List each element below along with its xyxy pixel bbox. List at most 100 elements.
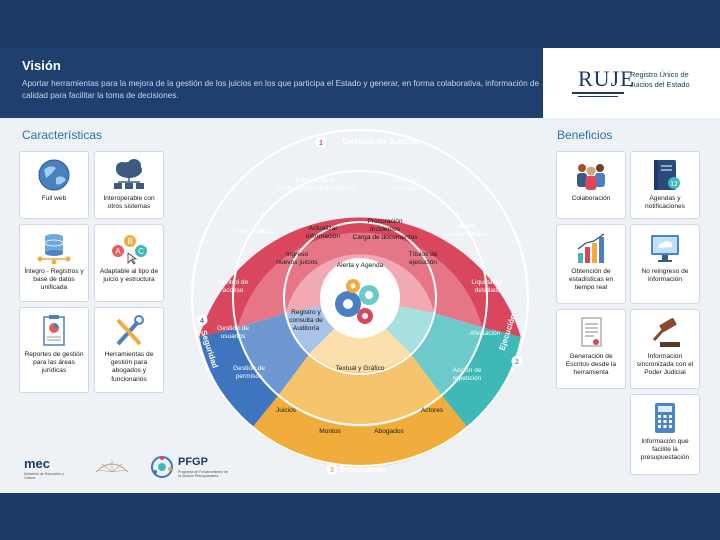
label-liquidacion-1: Liquidación	[471, 279, 505, 286]
svg-text:B: B	[127, 237, 132, 246]
pfgp-subtitle: Programa de Fortalecimiento de la Gestió…	[178, 470, 228, 478]
card-reportes: Reportes de gestión para las áreas juríd…	[19, 307, 89, 393]
label-gestion-usuarios-2: usuarios	[221, 333, 247, 340]
card-label: Herramientas de gestión para abogados y …	[104, 351, 154, 383]
label-textual: Textual y Gráfico	[335, 365, 384, 372]
ring-number-2: 2	[515, 359, 519, 366]
label-poder-judicial: Poder Judicial	[231, 228, 273, 235]
calculator-icon	[646, 401, 684, 435]
inner-ejecucion	[385, 306, 434, 353]
label-arbitrales-2: Arbitrales	[392, 185, 421, 192]
card-interoperable: Interoperable con otros sistemas	[94, 151, 164, 219]
monitor-icon	[646, 231, 684, 265]
label-gestion-usuarios-1: Gestión de	[217, 325, 249, 332]
gavel-icon	[646, 316, 684, 350]
beneficios-title: Beneficios	[557, 128, 613, 142]
card-presupuestacion: Información que facilite la presupuestac…	[630, 394, 700, 475]
label-registro-1: Registro y	[291, 309, 321, 316]
label-procuracion-2: Incidentes	[370, 226, 401, 233]
ring-number-4: 4	[200, 318, 204, 325]
caracteristicas-title: Características	[22, 128, 103, 142]
label-intl-2: internacionales	[443, 231, 488, 238]
document-icon	[572, 316, 610, 350]
card-label: Colaboración	[571, 195, 611, 202]
notification-badge: 12	[670, 181, 678, 188]
mef-logo	[92, 454, 132, 476]
mec-subtitle: Ministerio de Educación y Cultura	[24, 472, 64, 480]
bottom-band	[0, 493, 720, 540]
card-label: Información que facilite la presupuestac…	[640, 438, 690, 462]
label-alerta: Alerta y Agenda	[337, 262, 384, 269]
label-ingreso-1: Ingreso	[286, 251, 308, 258]
card-integro: Íntegro - Registros y base de datos unif…	[19, 224, 89, 302]
card-label: Obtención de estadísticas en tiempo real	[569, 268, 613, 292]
report-icon	[35, 314, 73, 348]
card-label: Full web	[41, 195, 67, 202]
card-label: No reingreso de información	[641, 268, 689, 284]
card-agendas: 12 Agendas y notificaciones	[630, 151, 700, 219]
card-label: Reportes de gestión para las áreas juríd…	[24, 351, 84, 375]
label-liquidacion-2: detallada	[475, 287, 502, 294]
mid-gestion	[237, 232, 483, 328]
label-intl-1: Juicios	[455, 223, 476, 230]
label-abogados: Abogados	[374, 428, 404, 435]
label-titulos-2: ejecución	[409, 259, 437, 266]
pfgp-logo: PFGP	[178, 456, 208, 468]
card-generacion-escritos: Generación de Escritos desde la herramie…	[556, 309, 626, 389]
card-herramientas: Herramientas de gestión para abogados y …	[94, 307, 164, 393]
ring-ejecucion	[442, 327, 521, 428]
globe-icon	[35, 158, 73, 192]
notebook-icon: 12	[646, 158, 684, 192]
label-afectacion: Afectación	[470, 330, 501, 337]
ring-number-3: 3	[330, 467, 334, 474]
card-label: Interoperable con otros sistemas	[103, 195, 155, 211]
vision-title: Visión	[22, 58, 61, 73]
ring-label-gestion: Gestión de Juicios	[342, 136, 418, 146]
card-informacion-sincronizada: Información sincronizada con el Poder Ju…	[630, 309, 700, 389]
ruje-logo-box	[543, 48, 720, 118]
ring-number-1: 1	[319, 140, 323, 147]
card-no-reingreso: No reingreso de información	[630, 224, 700, 304]
label-actualizar-2: información	[306, 233, 340, 240]
card-label: Generación de Escritos desde la herramie…	[565, 353, 617, 377]
label-gestion-permisos-1: Gestión de	[233, 365, 265, 372]
top-band	[0, 0, 720, 48]
label-tca-1: Tribunal de lo	[295, 177, 335, 184]
cloud-network-icon	[110, 158, 148, 192]
card-full-web: Full web	[19, 151, 89, 219]
label-arbitrales-1: Procesos	[392, 177, 420, 184]
label-control-1: Control de	[218, 279, 249, 286]
tools-icon	[110, 314, 148, 348]
label-registro-3: Auditoría	[293, 325, 320, 332]
wheel-diagram: 1 Gestión de Juicios 2 Ejecución 3 Estad…	[191, 129, 529, 475]
label-registro-2: consulta de	[289, 317, 323, 324]
label-titulos-1: Títulos de	[409, 251, 438, 258]
ring-estadisticas	[252, 396, 468, 468]
ruje-logo-underline-2	[578, 96, 618, 97]
ruje-logo: RUJE	[578, 66, 635, 91]
vision-text: Aportar herramientas para la mejora de l…	[22, 79, 540, 100]
label-gestion-permisos-2: permisos	[236, 373, 263, 380]
card-estadisticas: Obtención de estadísticas en tiempo real	[556, 224, 626, 304]
card-label: Información sincronizada con el Poder Ju…	[636, 353, 694, 377]
label-procuracion-3: Carga de documentos	[353, 234, 419, 241]
mec-logo: mec	[24, 456, 51, 471]
card-colaboracion: Colaboración	[556, 151, 626, 219]
label-tca-2: Contencioso Administrativo	[275, 185, 355, 192]
svg-text:C: C	[138, 247, 144, 256]
card-label: Íntegro - Registros y base de datos unif…	[24, 268, 84, 292]
label-accion-2: repetición	[453, 375, 482, 382]
gears-icon	[335, 279, 379, 324]
ring-seguridad	[199, 327, 278, 428]
label-juicios: Juicios	[276, 407, 297, 414]
label-ingreso-2: nuevos juicios	[276, 259, 318, 266]
inner-seguridad	[286, 306, 335, 353]
bar-chart-icon	[572, 231, 610, 265]
label-control-2: acceso	[223, 287, 244, 294]
mid-estadisticas	[277, 353, 443, 427]
pfgp-emblem	[150, 455, 174, 479]
card-label: Adaptable al tipo de juicio y estructura	[99, 268, 159, 284]
database-icon	[35, 231, 73, 265]
